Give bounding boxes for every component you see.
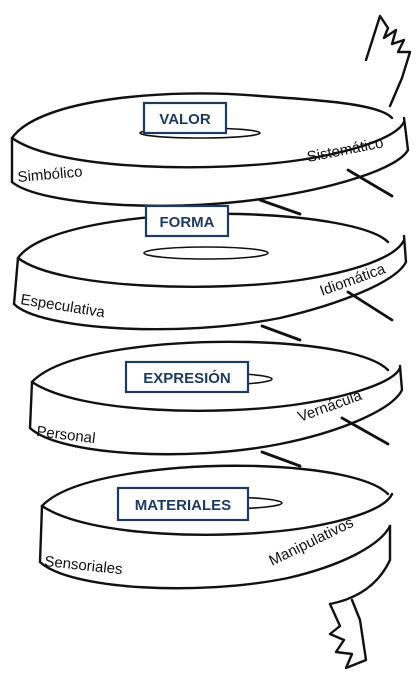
left-label-especulativa: Especulativa <box>19 291 106 321</box>
level-3 <box>28 324 404 456</box>
category-label: MATERIALES <box>135 497 231 514</box>
torn-end-top <box>364 14 412 108</box>
category-box-expresion: EXPRESIÓN <box>124 360 250 394</box>
level-2 <box>12 198 408 331</box>
left-label-personal: Personal <box>36 423 97 447</box>
category-box-forma: FORMA <box>144 204 230 238</box>
right-label-sistematico: Sistemático <box>306 134 385 165</box>
category-box-valor: VALOR <box>142 101 228 135</box>
torn-end-bottom <box>328 598 368 670</box>
left-label-sensoriales: Sensoriales <box>44 553 124 578</box>
category-box-materiales: MATERIALES <box>116 486 250 522</box>
category-label: VALOR <box>159 111 211 128</box>
right-label-vernacula: Vernácula <box>296 387 365 426</box>
category-label: FORMA <box>160 214 215 231</box>
level-1 <box>10 92 410 207</box>
category-label: EXPRESIÓN <box>143 369 231 387</box>
left-label-simbolico: Simbólico <box>17 163 83 186</box>
